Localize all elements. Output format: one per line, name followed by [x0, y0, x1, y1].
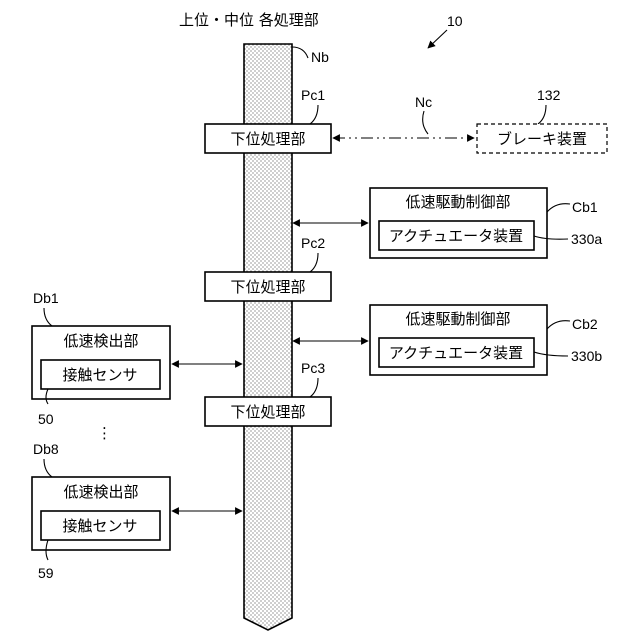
cb1-ref: Cb1: [572, 199, 598, 215]
sensor-59-ref: 59: [38, 565, 54, 581]
sensor-50-label: 接触センサ: [62, 366, 137, 384]
diagram-title: 上位・中位 各処理部: [179, 11, 319, 29]
system-ref-arrow: [428, 30, 447, 48]
sensor-50-ref: 50: [38, 411, 54, 427]
nc-leader: [423, 111, 428, 134]
db1-leader: [44, 308, 52, 326]
brake-leader: [538, 105, 546, 124]
330b-ref: 330b: [571, 348, 602, 364]
pc1-ref: Pc1: [301, 87, 325, 103]
nc-ref: Nc: [415, 94, 432, 110]
db1-ref: Db1: [33, 290, 59, 306]
cb2-ref: Cb2: [572, 316, 598, 332]
system-ref: 10: [447, 13, 463, 29]
ellipsis: ⋮: [97, 424, 112, 442]
pc1-leader: [310, 105, 318, 124]
cb1-label: 低速駆動制御部: [405, 193, 510, 211]
brake-label: ブレーキ装置: [497, 130, 587, 148]
cb1-leader: [547, 204, 570, 212]
330a-ref: 330a: [571, 231, 602, 247]
actuator-330b-label: アクチュエータ装置: [389, 344, 523, 362]
nb-ref: Nb: [311, 49, 329, 65]
sensor-59-label: 接触センサ: [62, 517, 137, 535]
pc2-ref: Pc2: [301, 235, 325, 251]
pc3-label: 下位処理部: [230, 403, 305, 421]
cb2-leader: [547, 321, 570, 329]
db8-ref: Db8: [33, 441, 59, 457]
db8-label: 低速検出部: [63, 483, 138, 501]
pc2-label: 下位処理部: [230, 278, 305, 296]
pc3-leader: [310, 378, 318, 397]
pc1-label: 下位処理部: [230, 130, 305, 148]
brake-ref: 132: [537, 87, 561, 103]
nb-leader: [292, 47, 308, 58]
cb2-label: 低速駆動制御部: [405, 310, 510, 328]
db1-label: 低速検出部: [63, 332, 138, 350]
db8-leader: [44, 459, 52, 477]
pc2-leader: [310, 253, 318, 272]
pc3-ref: Pc3: [301, 360, 325, 376]
actuator-330a-label: アクチュエータ装置: [389, 227, 523, 245]
